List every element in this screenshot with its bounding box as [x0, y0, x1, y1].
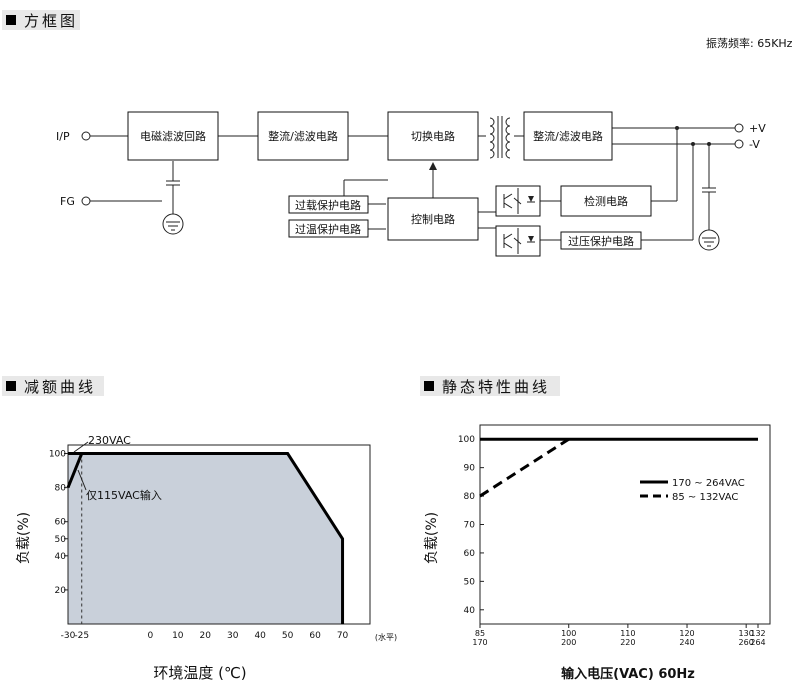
- ip-terminal-icon: [81, 131, 91, 141]
- derating-x-tick: 70: [337, 631, 349, 641]
- static-x-tick-bottom: 220: [620, 638, 635, 647]
- vminus-terminal-icon: [734, 139, 744, 149]
- ip-label: I/P: [56, 130, 70, 143]
- square-bullet-icon: [424, 381, 434, 391]
- derating-x-tick: 10: [172, 631, 184, 641]
- static-y-axis-label: 负载(%): [424, 512, 440, 564]
- derating-area: [68, 453, 343, 624]
- derating-x-tick: -30: [61, 631, 76, 641]
- overload-protection-label: 过载保护电路: [295, 198, 361, 212]
- oscillation-frequency: 振荡频率: 65KHz: [706, 36, 793, 50]
- overload-protection-block: [288, 195, 369, 214]
- derating-x-tick: 40: [254, 631, 266, 641]
- static-y-tick: 50: [464, 577, 476, 587]
- static-y-tick: 90: [464, 464, 476, 474]
- overvoltage-protection-block: [560, 231, 642, 250]
- detection-label: 检测电路: [584, 194, 628, 208]
- block-diagram-title: 方框图: [24, 11, 79, 30]
- emi-filter-label: 电磁滤波回路: [140, 130, 206, 143]
- derating-y-tick: 80: [55, 484, 67, 494]
- detection-block: [560, 185, 652, 217]
- overtemp-protection-block: [288, 219, 369, 238]
- derating-x-tick: 60: [309, 631, 321, 641]
- derating-y-tick: 50: [55, 535, 67, 545]
- static-x-tick-top: 100: [561, 629, 576, 638]
- static-y-tick: 100: [458, 435, 475, 445]
- derating-x-tick: 0: [147, 631, 153, 641]
- derating-x-tick: 50: [282, 631, 294, 641]
- wiring: [90, 126, 735, 241]
- static-x-tick-bottom: 170: [472, 638, 487, 647]
- ground-icon: [698, 229, 720, 251]
- arrow-up-icon: [429, 162, 437, 170]
- output-rectifier-block: [523, 111, 613, 161]
- static-y-tick: 60: [464, 549, 476, 559]
- annotation-230vac: 230VAC: [88, 434, 131, 447]
- vminus-label: -V: [749, 138, 760, 151]
- legend-label: 85 ~ 132VAC: [672, 492, 738, 503]
- derating-y-tick: 40: [55, 552, 67, 562]
- derating-y-axis-label: 负载(%): [16, 512, 32, 564]
- static-x-tick-top: 120: [679, 629, 694, 638]
- overvoltage-protection-label: 过压保护电路: [568, 234, 634, 248]
- emi-filter-block: [127, 111, 219, 161]
- switching-block: [387, 111, 479, 161]
- transformer-icon: [489, 116, 511, 159]
- derating-y-tick: 20: [55, 586, 67, 596]
- vplus-terminal-icon: [734, 123, 744, 133]
- control-label: 控制电路: [411, 212, 455, 226]
- static-x-axis-label: 输入电压(VAC) 60Hz: [561, 666, 695, 682]
- block-diagram-header: 方框图: [2, 10, 80, 30]
- derating-x-tick: 20: [200, 631, 212, 641]
- static-x-tick-bottom: 240: [679, 638, 694, 647]
- square-bullet-icon: [6, 15, 16, 25]
- static-x-tick-bottom: 200: [561, 638, 576, 647]
- static-title: 静态特性曲线: [442, 377, 551, 396]
- derating-series-115vac: [66, 452, 84, 489]
- derating-series-230vac: [68, 452, 345, 624]
- static-x-tick-top: 110: [620, 629, 635, 638]
- fg-label: FG: [60, 195, 75, 208]
- derating-x-tick: -25: [74, 631, 89, 641]
- static-x-tick-bottom: 260: [739, 638, 754, 647]
- annotation-leader: [73, 441, 89, 453]
- derating-y-tick: 100: [49, 450, 66, 460]
- static-x-tick-top: 85: [475, 629, 485, 638]
- square-bullet-icon: [6, 381, 16, 391]
- static-y-tick: 70: [464, 521, 476, 531]
- derating-y-tick: 60: [55, 518, 67, 528]
- derating-title: 减额曲线: [24, 377, 97, 396]
- rectifier-filter-label: 整流/滤波电路: [268, 129, 338, 143]
- rectifier-filter-block: [257, 111, 349, 161]
- derating-x-unit-note: (水平): [375, 632, 397, 642]
- derating-plot-frame: [67, 444, 371, 625]
- fg-terminal-icon: [81, 196, 91, 206]
- annotation-115vac-only: 仅115VAC输入: [86, 488, 162, 502]
- derating-header: 减额曲线: [2, 376, 104, 396]
- static-x-tick-top: 132: [750, 629, 765, 638]
- static-x-tick-bottom: 264: [750, 638, 765, 647]
- optocoupler-icon: [495, 225, 541, 257]
- control-block: [387, 197, 479, 241]
- static-y-tick: 40: [464, 606, 476, 616]
- annotation-leader: [77, 469, 87, 491]
- static-series-85-132vac: [479, 437, 570, 498]
- static-x-tick-top: 130: [739, 629, 754, 638]
- switching-label: 切换电路: [411, 129, 455, 143]
- static-header: 静态特性曲线: [420, 376, 560, 396]
- legend-label: 170 ~ 264VAC: [672, 478, 745, 489]
- static-plot-frame: [479, 424, 771, 625]
- optocoupler-icon: [495, 185, 541, 217]
- output-rectifier-label: 整流/滤波电路: [533, 129, 603, 143]
- static-y-tick: 80: [464, 492, 476, 502]
- derating-x-axis-label: 环境温度 (℃): [153, 664, 246, 682]
- derating-x-tick: 30: [227, 631, 239, 641]
- overtemp-protection-label: 过温保护电路: [295, 222, 361, 236]
- vplus-label: +V: [749, 122, 766, 135]
- ground-icon: [162, 213, 184, 235]
